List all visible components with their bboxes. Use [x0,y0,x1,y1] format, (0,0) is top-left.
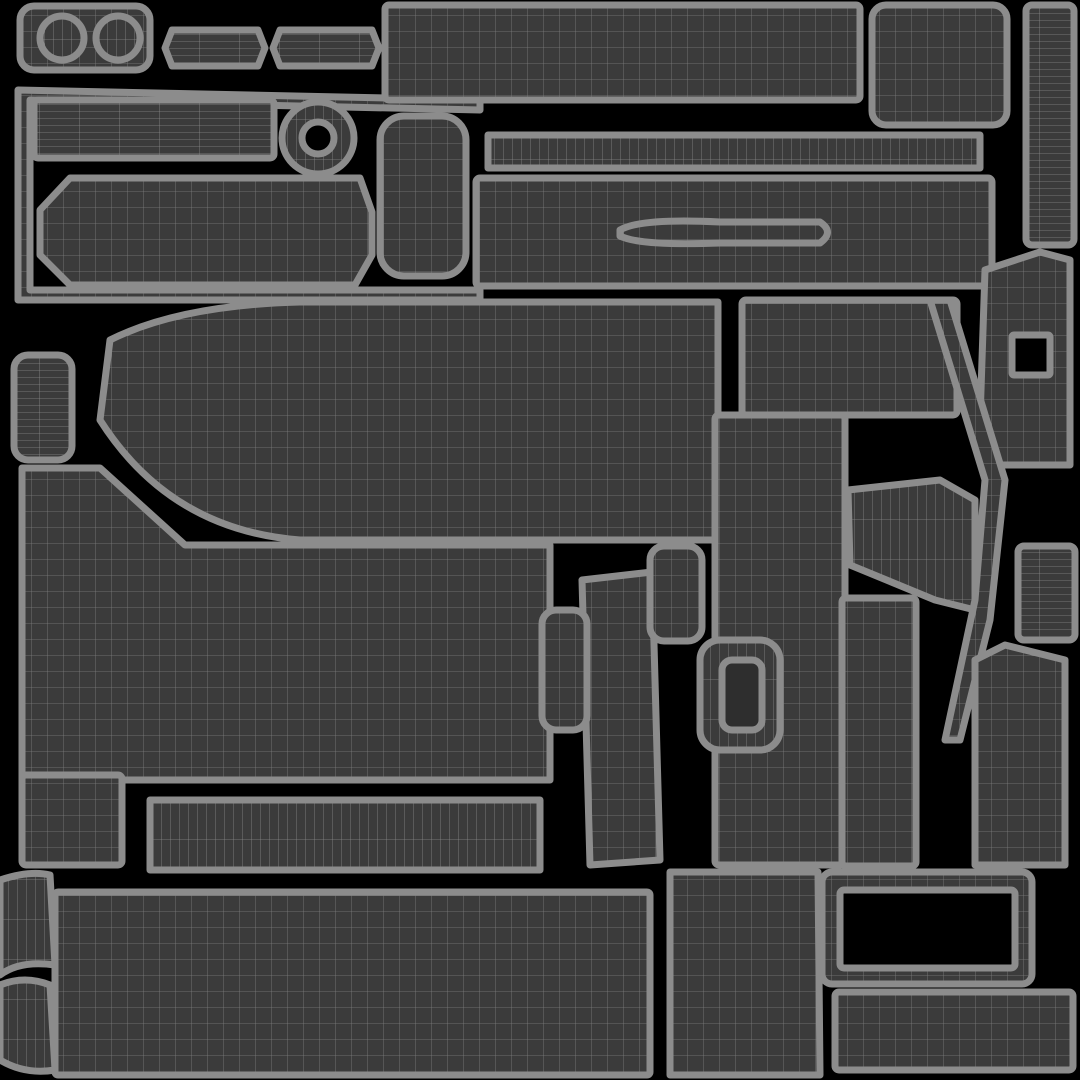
uv-side-panel [738,296,961,419]
uv-pill [161,26,269,70]
uv-top-panel [381,1,864,104]
uv-arc [0,976,59,1075]
uv-pill-vertical [538,606,591,734]
uv-bottom-column [666,868,824,1079]
uv-tall-strip [1022,1,1078,249]
uv-slot [616,217,831,248]
uv-small-right [1014,542,1079,644]
uv-circle [36,12,88,64]
uv-bottom-right-bar [831,988,1077,1074]
uv-right-box [971,641,1069,869]
uv-circle [92,12,144,64]
uv-ring-hole [298,118,338,158]
uv-rounded-block [376,112,470,280]
uv-pill [269,26,383,70]
uv-window-hole [1008,331,1054,379]
uv-bottom-panel [51,888,654,1079]
uv-right-column [838,594,920,870]
uv-grip-hole [718,656,766,734]
uv-octagon-panel [36,174,376,289]
uv-pill-vertical [646,542,706,645]
uv-top-right-block [868,1,1011,129]
uv-small-block [10,351,76,464]
uv-arc [0,869,59,979]
uv-rect [30,96,278,162]
uv-teeth-strip [146,796,544,874]
uv-body-top [96,298,722,544]
uv-handle-strip [578,568,664,869]
uv-long-bar [484,131,984,172]
uv-body-corner [18,771,126,869]
uv-ring-hole [836,886,1019,972]
uv-diagonal-strap [926,296,1009,744]
